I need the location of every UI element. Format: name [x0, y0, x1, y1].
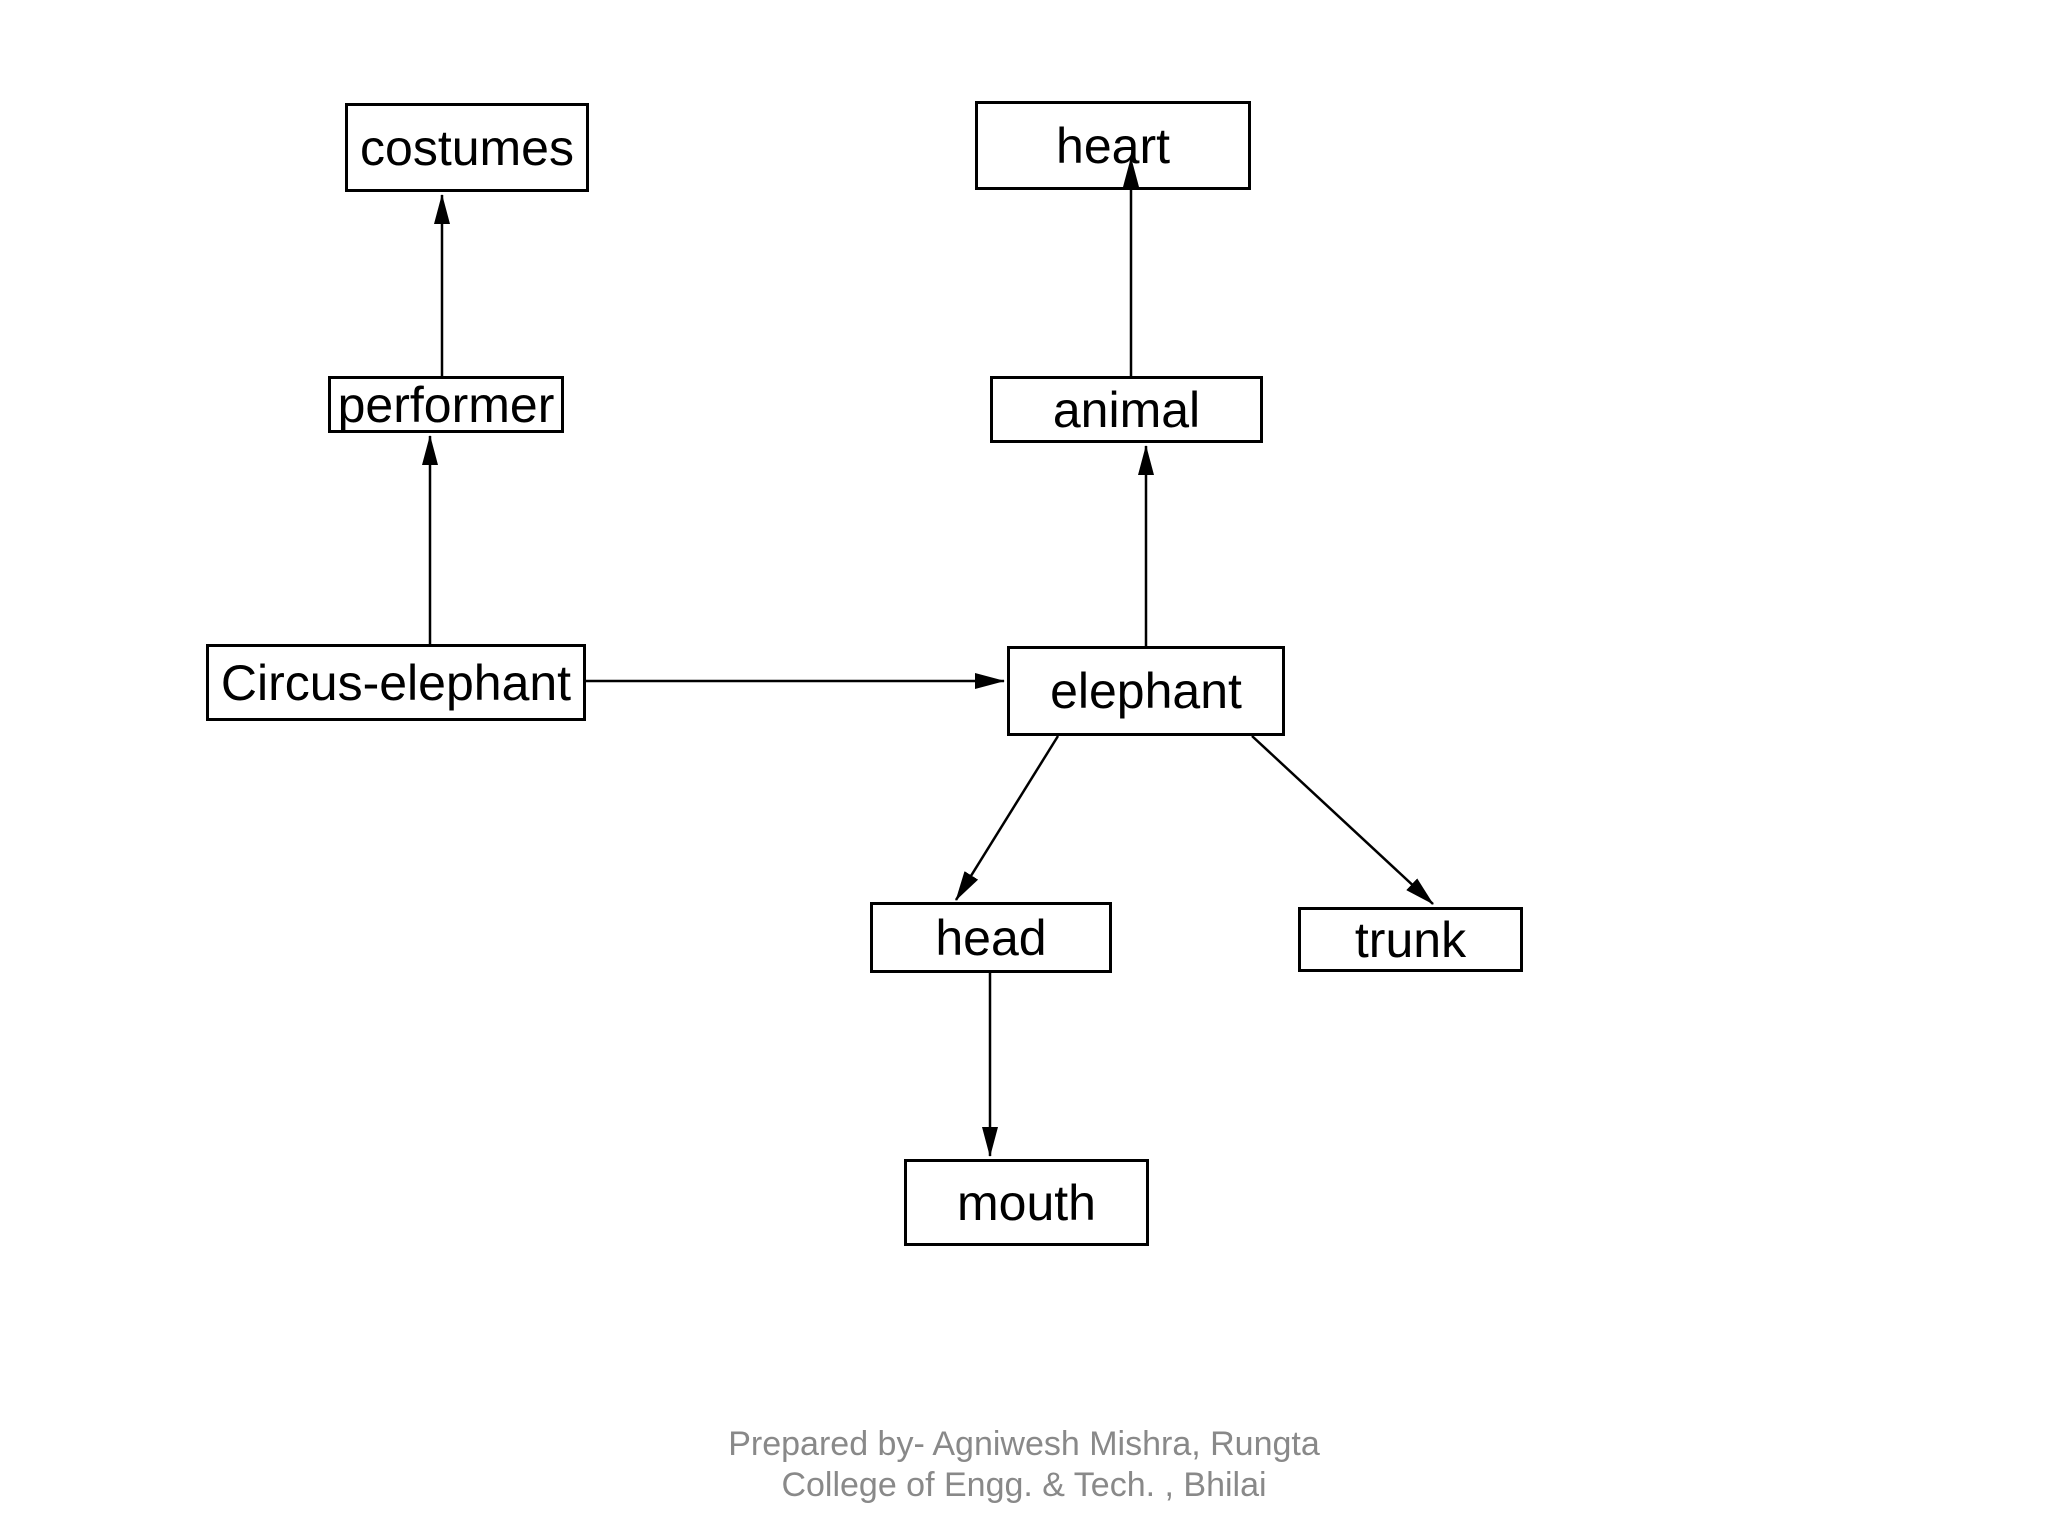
node-elephant: elephant	[1007, 646, 1285, 736]
node-costumes: costumes	[345, 103, 589, 192]
footer-credit: Prepared by- Agniwesh Mishra, Rungta Col…	[0, 1424, 2048, 1506]
node-trunk: trunk	[1298, 907, 1523, 972]
node-label-heart: heart	[1056, 117, 1170, 174]
node-label-circus-elephant: Circus-elephant	[220, 654, 572, 711]
node-heart: heart	[975, 101, 1251, 190]
node-head: head	[870, 902, 1112, 973]
footer-credit-line-1: Prepared by- Agniwesh Mishra, Rungta	[728, 1425, 1320, 1463]
node-label-mouth: mouth	[957, 1174, 1096, 1231]
node-performer: performer	[328, 376, 564, 433]
node-mouth: mouth	[904, 1159, 1149, 1246]
node-label-head: head	[935, 909, 1047, 966]
node-animal: animal	[990, 376, 1263, 443]
footer-credit-line-2: College of Engg. & Tech. , Bhilai	[781, 1466, 1267, 1504]
node-label-animal: animal	[1052, 381, 1201, 438]
node-label-costumes: costumes	[360, 119, 574, 176]
node-circus-elephant: Circus-elephant	[206, 644, 586, 721]
node-label-performer: performer	[337, 376, 555, 433]
node-label-trunk: trunk	[1354, 911, 1467, 968]
node-label-elephant: elephant	[1050, 663, 1242, 719]
